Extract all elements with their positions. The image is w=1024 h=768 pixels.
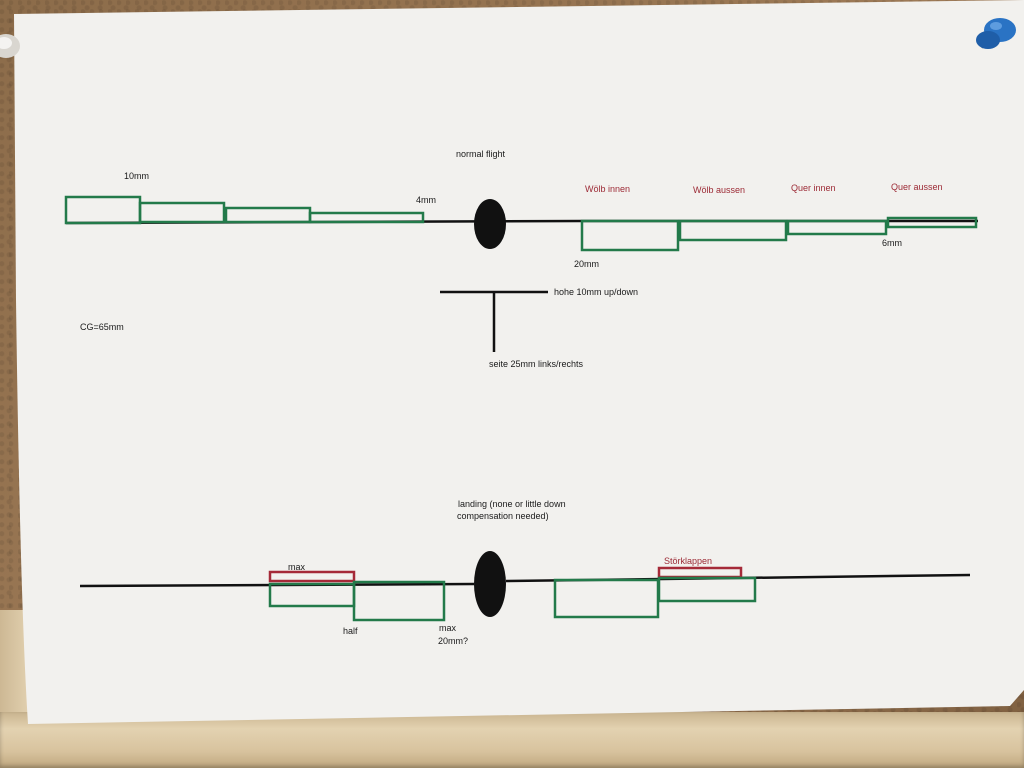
label-quer-aussen: Quer aussen xyxy=(891,182,943,192)
label-max-right: max xyxy=(439,623,457,633)
label-quer-innen: Quer innen xyxy=(791,183,836,193)
label-max-left: max xyxy=(288,562,306,572)
flap-left-2 xyxy=(138,201,226,224)
flap-landing-right-half xyxy=(657,576,757,603)
surface-quer-aussen xyxy=(886,216,978,229)
flap-left-4 xyxy=(308,211,425,224)
normal-flight-diagram xyxy=(64,195,978,252)
normal-flight-title: normal flight xyxy=(456,149,506,159)
label-half: half xyxy=(343,626,358,636)
label-rudder: seite 25mm links/rechts xyxy=(489,359,584,369)
label-woelb-aussen: Wölb aussen xyxy=(693,185,746,195)
label-stoerklappen: Störklappen xyxy=(664,556,713,566)
surface-woelb-aussen xyxy=(678,219,788,242)
label-4mm: 4mm xyxy=(416,195,436,205)
label-6mm: 6mm xyxy=(882,238,902,248)
label-10mm: 10mm xyxy=(124,171,150,181)
pushpin-left-icon xyxy=(0,34,20,58)
spoiler-left xyxy=(268,570,356,583)
landing-diagram xyxy=(79,551,971,622)
landing-title-line2: compensation needed) xyxy=(457,511,549,521)
landing-fuselage-ellipse xyxy=(474,551,506,617)
flap-landing-left-max xyxy=(352,580,446,622)
surface-quer-innen xyxy=(786,219,888,236)
fuselage-ellipse xyxy=(474,199,506,249)
surface-woelb-innen xyxy=(580,219,680,252)
label-elevator: hohe 10mm up/down xyxy=(554,287,639,297)
label-20mm: 20mm xyxy=(574,259,600,269)
label-cg: CG=65mm xyxy=(80,322,124,332)
tail-diagram xyxy=(440,290,548,352)
label-woelb-innen: Wölb innen xyxy=(585,184,631,194)
paper-shape xyxy=(14,0,1024,724)
landing-title-line1: landing (none or little down xyxy=(458,499,566,509)
pushpin-blue-icon xyxy=(976,18,1016,49)
label-20mm-question: 20mm? xyxy=(438,636,469,646)
